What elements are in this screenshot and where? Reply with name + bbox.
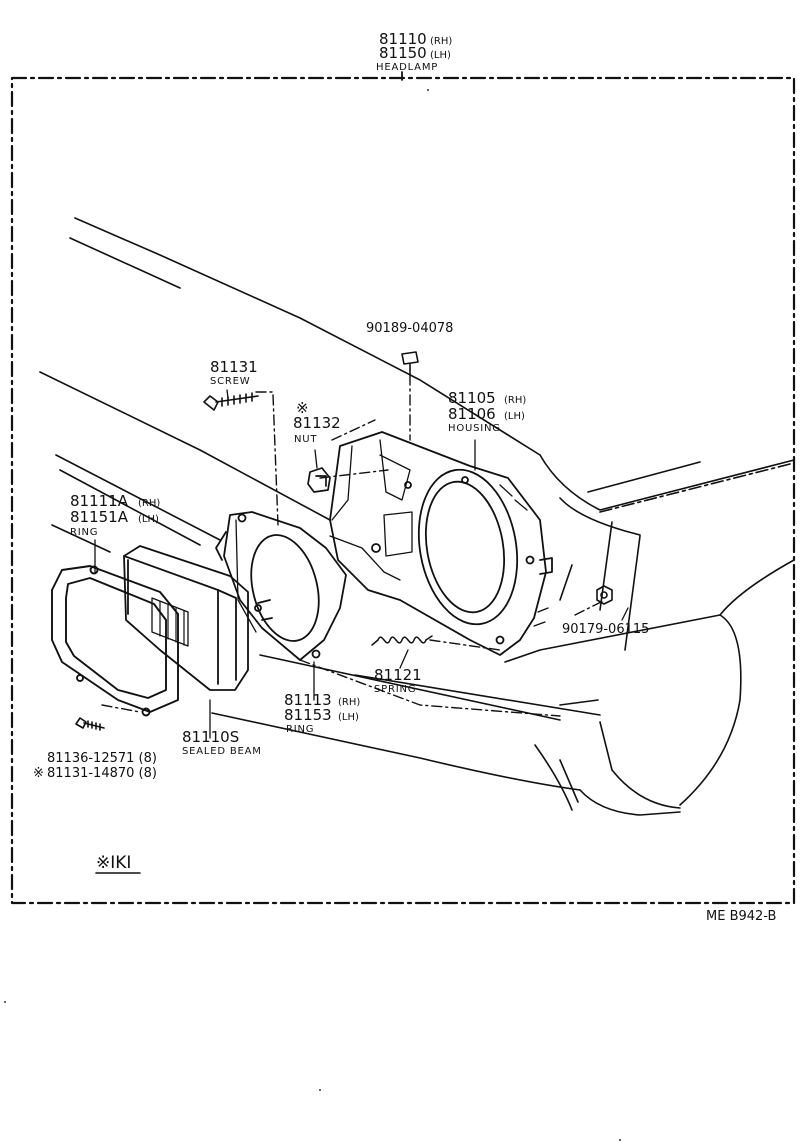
- diagram-code: ME B942-B: [706, 909, 776, 924]
- outer-ring-rh-side: (RH): [138, 498, 160, 509]
- spring: [371, 635, 433, 646]
- nut-81132-mark: ※: [296, 399, 309, 417]
- sealed-beam-lamp: [123, 545, 249, 691]
- housing: [329, 431, 553, 656]
- small-screw-mark: ※: [33, 766, 44, 781]
- hd-lh-side: (LH): [430, 50, 451, 61]
- inner-ring: [215, 511, 347, 661]
- leader-lines: [94, 389, 629, 739]
- small-screw: [75, 717, 105, 731]
- screw-81131-name: SCREW: [210, 376, 250, 387]
- housing-rh-part: 81105: [448, 389, 496, 407]
- outer-ring: [51, 565, 179, 717]
- hd-rh-part: 81110: [379, 30, 427, 48]
- nut-90179-part: 90179-06115: [562, 622, 649, 637]
- adjust-screw: [203, 392, 259, 411]
- inner-ring-lh-side: (LH): [338, 712, 359, 723]
- scan-specks: [4, 89, 621, 1141]
- footnote-iki: ※IKI: [96, 853, 131, 873]
- outer-ring-name: RING: [70, 527, 98, 538]
- clip-nut: [307, 467, 331, 493]
- inner-ring-rh-part: 81113: [284, 691, 332, 709]
- inner-ring-lh-part: 81153: [284, 706, 332, 724]
- bolt-90189-part: 90189-04078: [366, 321, 453, 336]
- nut-81132-part: 81132: [293, 414, 341, 432]
- outer-ring-rh-part: 81111A: [70, 492, 129, 510]
- nut-81132-name: NUT: [294, 434, 317, 445]
- assembly-boundary: [10, 76, 796, 905]
- hex-nut: [596, 585, 613, 605]
- housing-lh-side: (LH): [504, 411, 525, 422]
- small-screw-line2: 81131-14870 (8): [47, 766, 157, 781]
- spring-part: 81121: [374, 666, 422, 684]
- small-screw-line1: 81136-12571 (8): [47, 751, 157, 766]
- outer-ring-lh-side: (LH): [138, 514, 159, 525]
- inner-ring-name: RING: [286, 724, 314, 735]
- sealed-beam-name: SEALED BEAM: [182, 746, 262, 757]
- inner-ring-rh-side: (RH): [338, 697, 360, 708]
- hd-lh-part: 81150: [379, 44, 427, 62]
- hd-rh-side: (RH): [430, 36, 452, 47]
- outer-ring-lh-part: 81151A: [70, 508, 129, 526]
- hd-name: HEADLAMP: [376, 62, 438, 73]
- housing-name: HOUSING: [448, 423, 501, 434]
- screw-81131-part: 81131: [210, 358, 258, 376]
- housing-rh-side: (RH): [504, 395, 526, 406]
- top-bolt: [401, 351, 419, 376]
- sealed-beam-part: 81110S: [182, 728, 239, 746]
- housing-lh-part: 81106: [448, 405, 496, 423]
- body-panel: [39, 217, 795, 816]
- spring-name: SPRING: [374, 684, 416, 695]
